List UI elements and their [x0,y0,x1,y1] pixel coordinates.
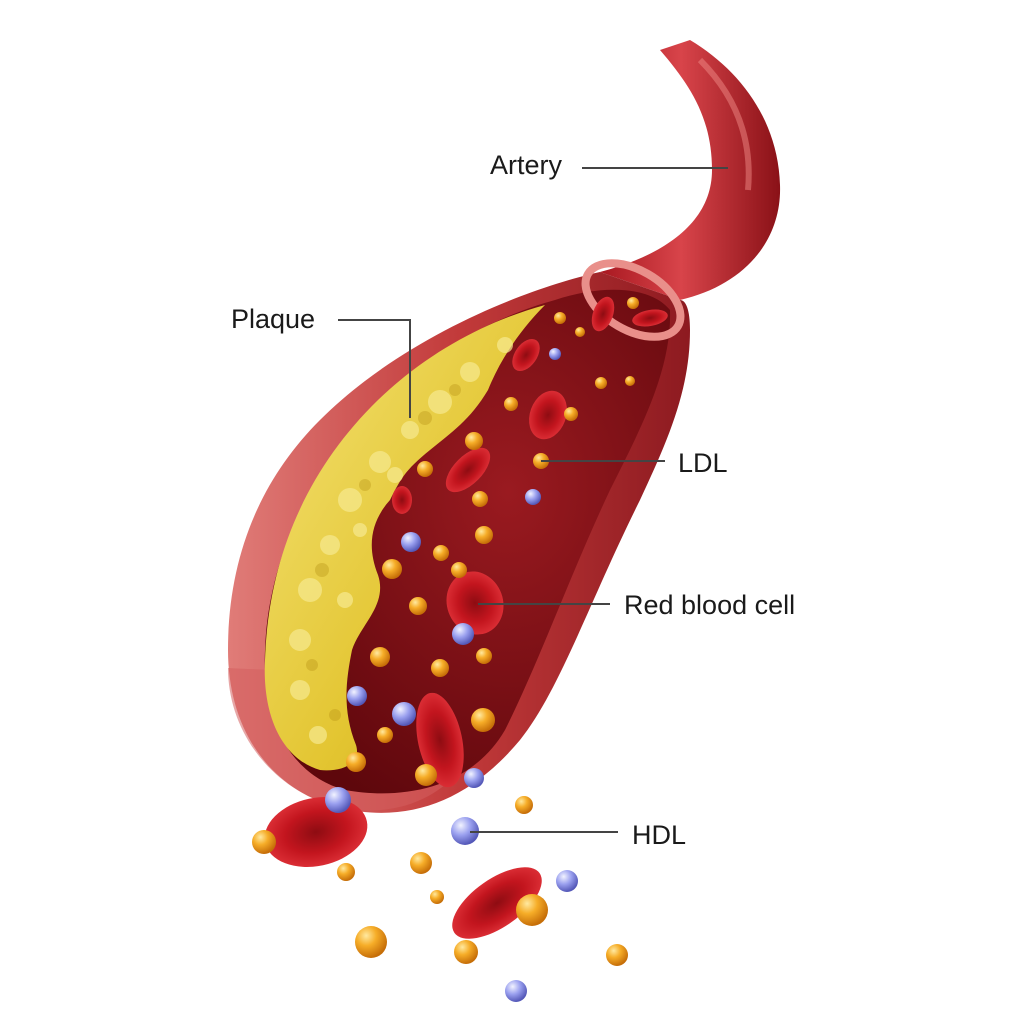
plaque-deposit [264,305,545,771]
ldl-particle [415,764,437,786]
artery-label: Artery [490,150,563,180]
hdl-particle [452,623,474,645]
red-blood-cell [446,571,504,635]
ldl-particle [451,562,467,578]
ldl-particle [377,727,393,743]
ldl-particle [516,894,548,926]
red-blood-cell [445,447,491,493]
hdl-particle [325,787,351,813]
red-blood-cell [392,486,412,514]
hdl-particle [401,532,421,552]
ldl-particle [475,526,493,544]
plaque-texture [289,337,513,744]
ldl-particle [355,926,387,958]
hdl-particle [525,489,541,505]
plaque-leader-line [338,319,411,418]
leader-lines [338,167,728,833]
ldl-particle [431,659,449,677]
ldl-particle [370,647,390,667]
red-blood-cell [264,797,368,867]
ldl-particle [454,940,478,964]
red-blood-cell [632,309,668,327]
ldl-particle [252,830,276,854]
ldl-particle [625,376,635,386]
ldl-particle [417,461,433,477]
plaque-shadow [306,384,461,721]
ldl-particle [627,297,639,309]
ldl-particles [252,297,639,966]
plaque-label: Plaque [231,304,316,334]
plaque-mass [264,305,545,771]
ldl-particle [504,397,518,411]
ldl-particle [433,545,449,561]
ldl-particle [465,432,483,450]
red-blood-cell-label: Red blood cell [624,590,796,620]
hdl-particle [392,702,416,726]
hdl-label: HDL [632,820,687,850]
ldl-particle [476,648,492,664]
ldl-particle [595,377,607,389]
ldl-label: LDL [678,448,728,478]
red-blood-cell [512,338,540,372]
ldl-particle [409,597,427,615]
ldl-particle [606,944,628,966]
ldl-particle [564,407,578,421]
ldl-particle [472,491,488,507]
ldl-particle [471,708,495,732]
artery-upper-tube [600,40,781,300]
ldl-particle [430,890,444,904]
ldl-particle [410,852,432,874]
ldl-particle [346,752,366,772]
artery-cut-opening [581,259,685,341]
hdl-particle [347,686,367,706]
hdl-particle [549,348,561,360]
red-blood-cell [529,390,567,440]
ldl-particle [554,312,566,324]
ldl-particle [515,796,533,814]
red-blood-cell [452,867,542,939]
ldl-particle [575,327,585,337]
ldl-particle [382,559,402,579]
ldl-particle [337,863,355,881]
hdl-particles [325,348,578,1002]
hdl-particle [505,980,527,1002]
red-blood-cell [416,692,464,788]
hdl-particle [451,817,479,845]
hdl-particle [556,870,578,892]
red-blood-cell [591,296,615,332]
artery-upper-highlight [697,57,752,191]
red-blood-cells [264,296,668,939]
hdl-particle [464,768,484,788]
